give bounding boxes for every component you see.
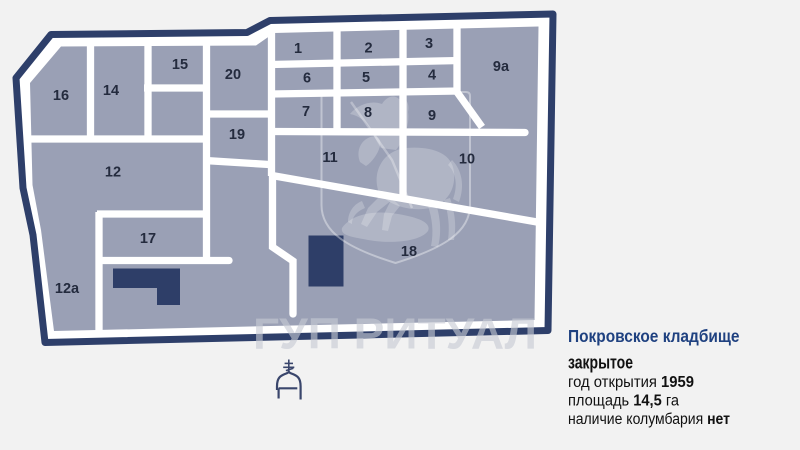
svg-text:площадь 14,5 га: площадь 14,5 га	[568, 393, 679, 410]
svg-text:ГУП РИТУАЛ: ГУП РИТУАЛ	[253, 311, 537, 359]
svg-text:9a: 9a	[493, 59, 510, 75]
svg-text:8: 8	[364, 105, 372, 121]
svg-text:17: 17	[140, 231, 156, 247]
svg-text:20: 20	[225, 67, 241, 83]
svg-text:наличие колумбария нет: наличие колумбария нет	[568, 411, 730, 428]
svg-text:11: 11	[322, 150, 337, 166]
svg-text:Покровское кладбище: Покровское кладбище	[568, 326, 740, 346]
svg-text:5: 5	[362, 70, 370, 86]
svg-text:7: 7	[302, 104, 310, 120]
svg-text:12a: 12a	[55, 281, 80, 297]
svg-text:2: 2	[364, 41, 372, 57]
svg-text:10: 10	[459, 152, 475, 168]
svg-text:14: 14	[103, 83, 119, 99]
svg-text:15: 15	[172, 57, 188, 73]
svg-text:закрытое: закрытое	[568, 352, 633, 372]
svg-text:12: 12	[105, 165, 121, 181]
svg-text:3: 3	[425, 36, 433, 52]
svg-text:1: 1	[294, 41, 302, 57]
svg-text:18: 18	[401, 244, 417, 260]
svg-text:16: 16	[53, 88, 69, 104]
svg-text:19: 19	[229, 127, 245, 143]
svg-text:4: 4	[428, 68, 436, 84]
svg-text:9: 9	[428, 108, 436, 124]
svg-text:год открытия 1959: год открытия 1959	[568, 374, 694, 391]
svg-text:6: 6	[303, 71, 311, 87]
